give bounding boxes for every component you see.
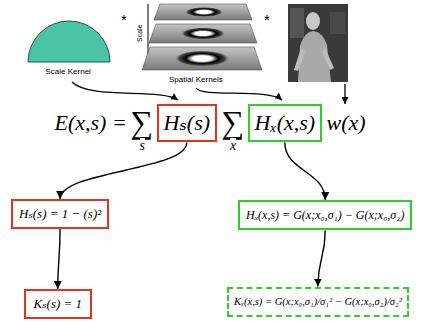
- photo-texture: [290, 8, 304, 38]
- formula-box: Hₓ(x,s) = G(x;x₀,σ₁) − G(x;x₀,σ₂): [238, 200, 412, 230]
- scale-kernel-dome: [28, 21, 110, 62]
- photo-texture: [330, 12, 345, 34]
- formula-text: Kₛ(s) = 1: [34, 296, 83, 312]
- formula-text: Hₓ(x,s): [255, 110, 316, 136]
- person-arm: [322, 48, 334, 70]
- connector-arrow: [60, 142, 187, 199]
- person-head: [306, 12, 320, 30]
- gaussian-blob: [175, 51, 229, 67]
- sum-index: x: [230, 138, 236, 155]
- gaussian-blob: [185, 7, 223, 17]
- formula-text: Hₓ(x,s) = G(x;x₀,σ₁) − G(x;x₀,σ₂): [246, 208, 404, 222]
- sum-symbol: ∑: [131, 106, 154, 138]
- formula-box: Kₓ(x,s) = G(x;x₀,σ₁)/σ₁² − G(x;x₀,σ₂)/σ₂…: [227, 287, 409, 318]
- operator-symbol: *: [264, 11, 270, 29]
- equation-term-box: Hₓ(x,s): [248, 104, 323, 142]
- kernel-plane: [149, 24, 257, 43]
- axis-label: Scale: [136, 24, 144, 42]
- formula-text: Kₓ(x,s) = G(x;x₀,σ₁)/σ₁² − G(x;x₀,σ₂)/σ₂…: [234, 296, 402, 309]
- sum-symbol: ∑: [222, 106, 245, 138]
- equation-term-box: Hₛ(s): [157, 104, 218, 142]
- kernel-plane: [142, 47, 262, 70]
- leader-arrow: [196, 88, 282, 100]
- equation-text: w(x): [327, 110, 366, 136]
- kernel-plane: [154, 4, 252, 20]
- equation-text: E(x,s) =: [55, 110, 127, 136]
- caption-label: Spatial Kernels: [169, 75, 223, 85]
- formula-box: Hₛ(s) = 1 − (s)²: [11, 199, 109, 229]
- formula-text: Hₛ(s): [164, 110, 211, 136]
- caption-label: Scale Kernel: [46, 67, 91, 77]
- leader-arrow: [72, 82, 178, 100]
- formula-box: Kₛ(s) = 1: [24, 289, 93, 319]
- connector-arrow: [58, 229, 60, 289]
- formula-text: Hₛ(s) = 1 − (s)²: [19, 206, 101, 222]
- sum-index: s: [140, 138, 145, 155]
- photo-background: [288, 4, 348, 82]
- connector-arrow: [285, 142, 325, 200]
- connector-arrow: [318, 230, 325, 286]
- operator-symbol: *: [121, 11, 127, 29]
- person-arm: [294, 48, 305, 71]
- leader-arrow: [344, 84, 345, 104]
- gaussian-blob: [181, 28, 225, 40]
